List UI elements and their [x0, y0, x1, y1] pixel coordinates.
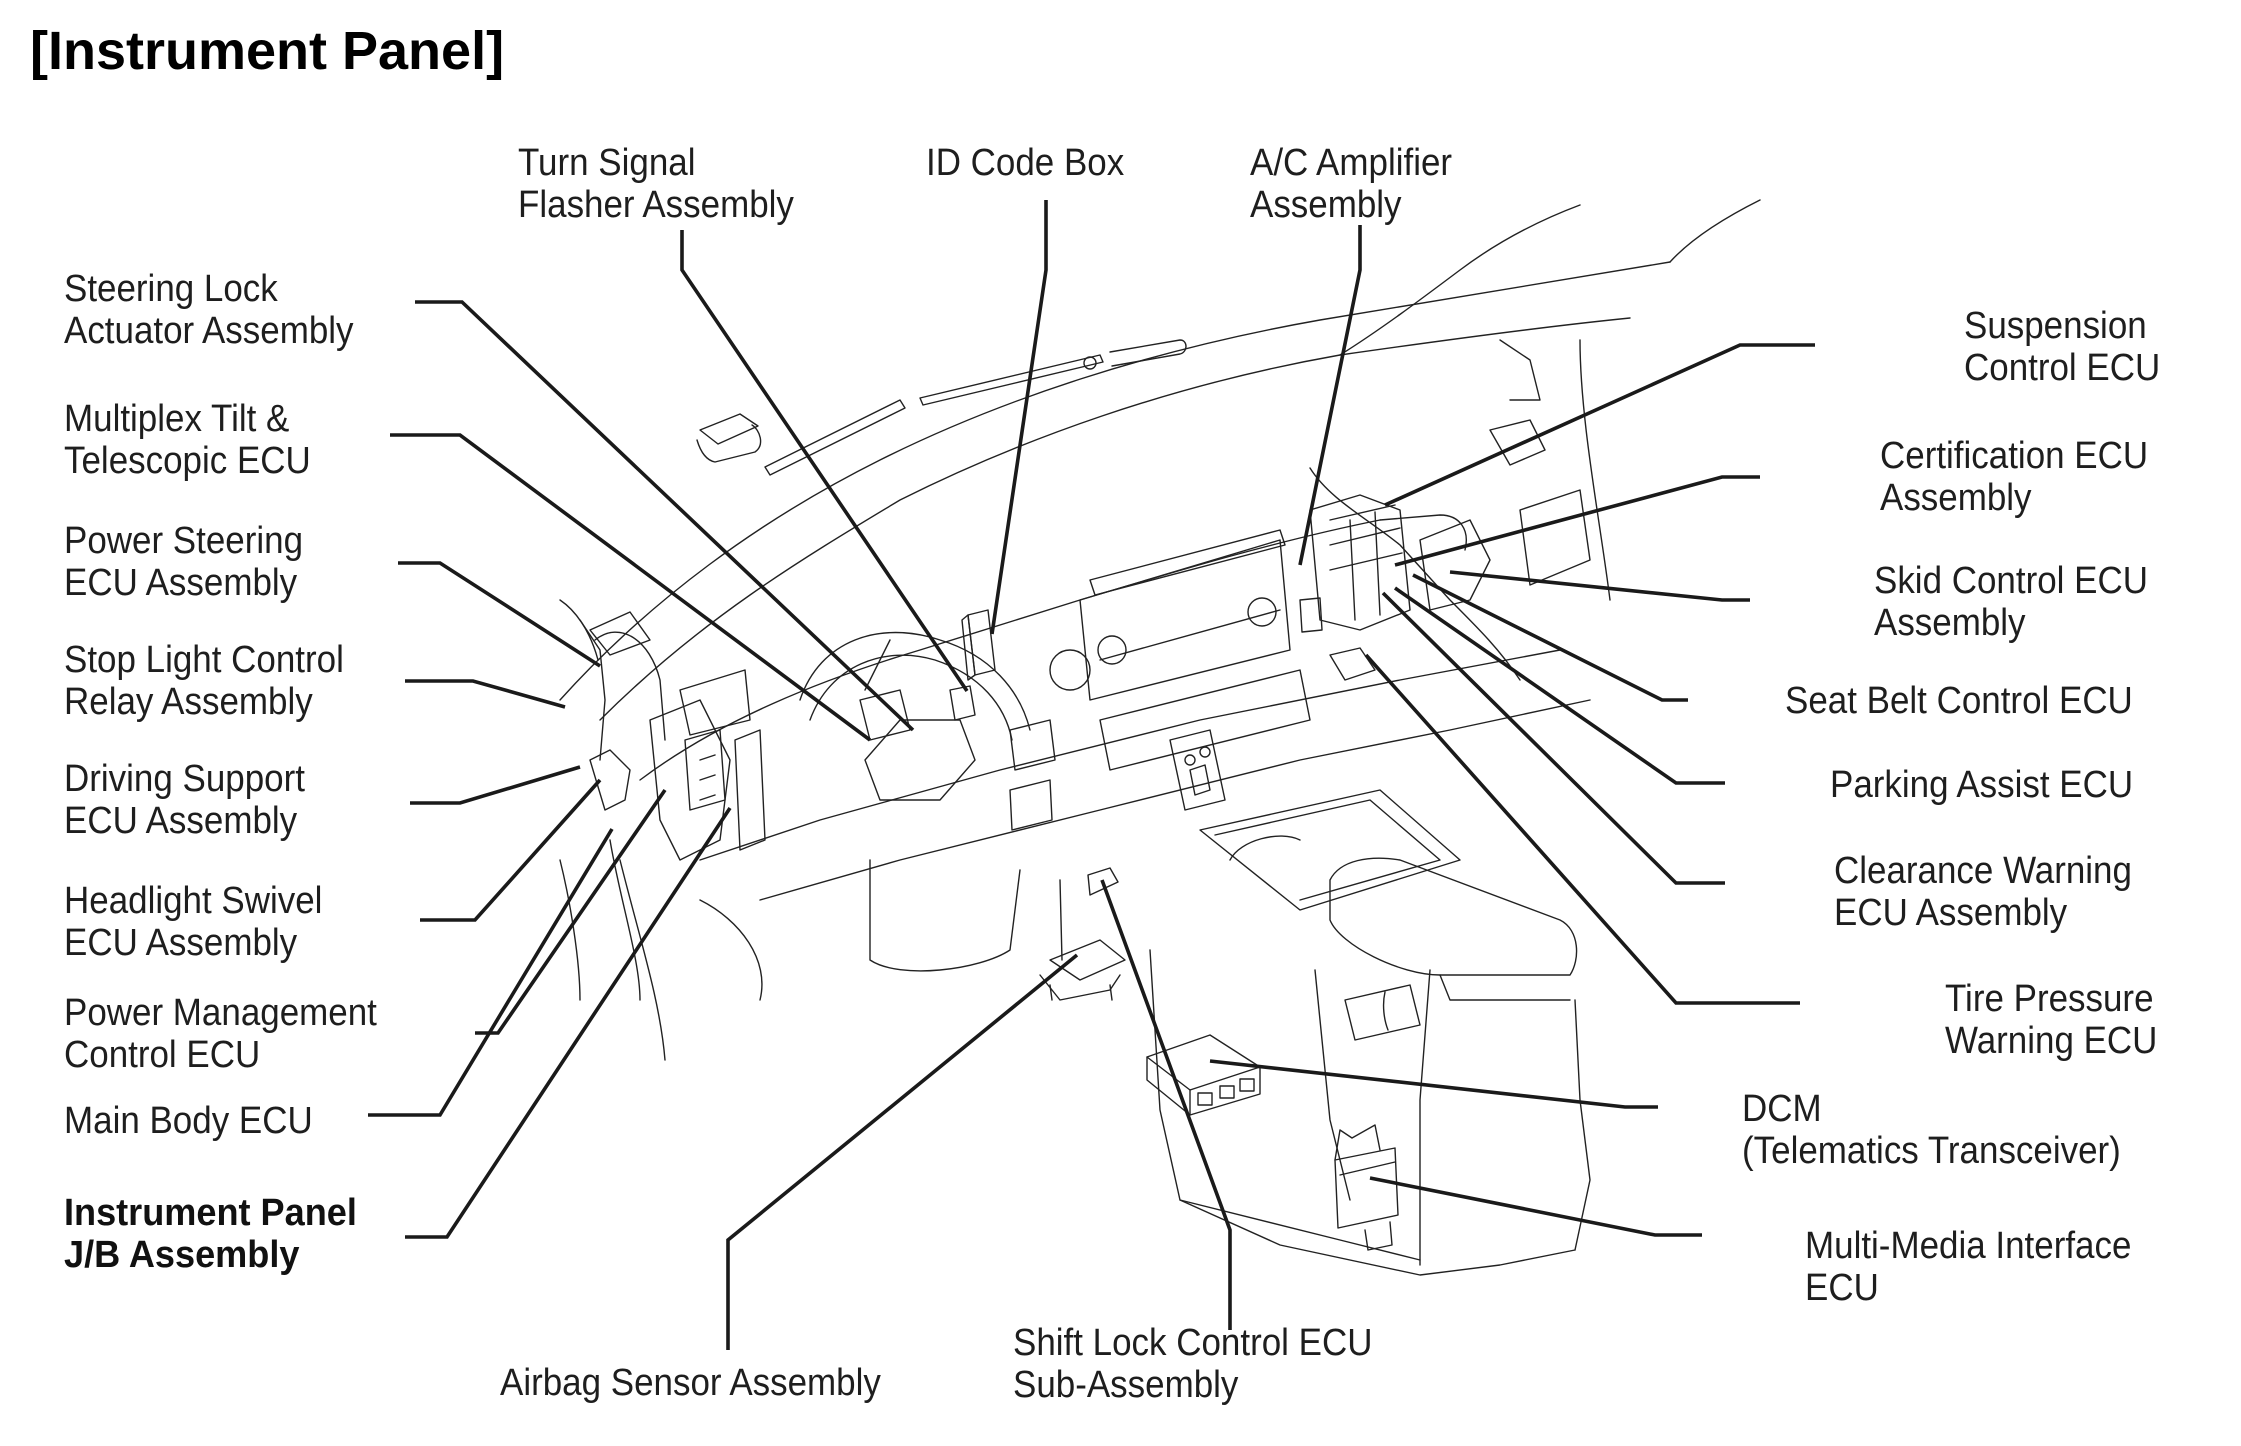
label-power-steering-ecu: Power Steering ECU Assembly	[64, 520, 304, 604]
leader-seat-belt	[1412, 573, 1688, 702]
leader-dcm	[1209, 1059, 1658, 1109]
label-id-code-box: ID Code Box	[926, 142, 1125, 184]
leader-steering-lock	[415, 300, 915, 732]
leader-ac-amplifier	[1298, 225, 1362, 566]
leader-lines	[368, 200, 1815, 1350]
label-driving-support-ecu: Driving Support ECU Assembly	[64, 758, 305, 842]
leader-airbag-sensor	[726, 953, 1079, 1350]
leader-instrument-panel-jb	[405, 807, 732, 1239]
label-stop-light-control-relay: Stop Light Control Relay Assembly	[64, 639, 344, 723]
leader-multiplex-tilt	[390, 433, 872, 742]
leader-clearance-warning	[1381, 591, 1725, 885]
label-ac-amplifier: A/C Amplifier Assembly	[1250, 142, 1453, 226]
label-steering-lock-actuator: Steering Lock Actuator Assembly	[64, 268, 354, 352]
label-clearance-warning-ecu: Clearance Warning ECU Assembly	[1834, 850, 2132, 934]
label-power-management-control-ecu: Power Management Control ECU	[64, 992, 377, 1076]
leader-headlight-swivel	[420, 778, 602, 922]
label-suspension-control-ecu: Suspension Control ECU	[1964, 305, 2161, 389]
label-certification-ecu: Certification ECU Assembly	[1880, 435, 2149, 519]
label-tire-pressure-warning-ecu: Tire Pressure Warning ECU	[1945, 978, 2158, 1062]
leader-id-code-box	[990, 200, 1048, 635]
leader-shift-lock	[1100, 879, 1232, 1330]
label-dcm-telematics-transceiver: DCM (Telematics Transceiver)	[1742, 1088, 2121, 1172]
leader-power-management	[475, 788, 667, 1035]
label-turn-signal-flasher: Turn Signal Flasher Assembly	[518, 142, 794, 226]
leader-parking-assist	[1393, 586, 1725, 785]
leader-suspension-control	[1384, 343, 1815, 507]
leader-power-steering	[398, 561, 601, 668]
leader-main-body	[368, 828, 614, 1117]
label-headlight-swivel-ecu: Headlight Swivel ECU Assembly	[64, 880, 323, 964]
leader-turn-signal	[680, 230, 969, 693]
label-seat-belt-control-ecu: Seat Belt Control ECU	[1785, 680, 2133, 722]
leader-multi-media	[1369, 1176, 1702, 1237]
label-parking-assist-ecu: Parking Assist ECU	[1830, 764, 2134, 806]
leader-stop-light	[405, 679, 566, 709]
label-multiplex-tilt-telescopic-ecu: Multiplex Tilt & Telescopic ECU	[64, 398, 311, 482]
leader-certification	[1394, 475, 1760, 567]
label-instrument-panel-jb-assembly: Instrument Panel J/B Assembly	[64, 1192, 357, 1276]
label-multi-media-interface-ecu: Multi-Media Interface ECU	[1805, 1225, 2132, 1309]
leader-skid-control	[1449, 570, 1750, 602]
label-airbag-sensor: Airbag Sensor Assembly	[500, 1362, 881, 1404]
diagram-title: [Instrument Panel]	[30, 21, 505, 81]
dashboard-outline	[559, 199, 1761, 1276]
label-main-body-ecu: Main Body ECU	[64, 1100, 313, 1142]
label-shift-lock-control-ecu: Shift Lock Control ECU Sub-Assembly	[1013, 1322, 1373, 1406]
leader-tire-pressure	[1364, 653, 1800, 1005]
leader-driving-support	[410, 765, 581, 805]
label-skid-control-ecu: Skid Control ECU Assembly	[1874, 560, 2148, 644]
